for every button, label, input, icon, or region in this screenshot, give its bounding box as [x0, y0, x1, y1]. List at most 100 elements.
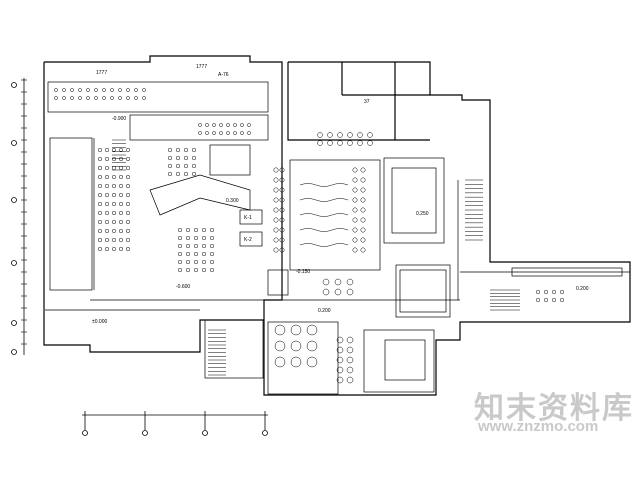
- chair: [118, 96, 122, 100]
- chair: [201, 227, 207, 233]
- chair: [279, 237, 285, 243]
- chair: [290, 324, 302, 336]
- chair: [118, 219, 124, 225]
- chair: [279, 207, 285, 213]
- chair: [126, 96, 130, 100]
- chair: [175, 163, 181, 169]
- chair: [134, 88, 138, 92]
- chair: [273, 197, 279, 203]
- chair: [209, 243, 215, 249]
- chair: [193, 267, 199, 273]
- chair: [551, 289, 557, 295]
- chair: [279, 247, 285, 253]
- chair: [226, 123, 230, 127]
- chair: [274, 324, 286, 336]
- chair: [209, 227, 215, 233]
- chair: [367, 140, 373, 146]
- chair: [70, 96, 74, 100]
- chair: [191, 171, 197, 177]
- chair: [104, 210, 110, 216]
- chair: [111, 174, 117, 180]
- chair: [219, 123, 223, 127]
- chair: [205, 123, 209, 127]
- chair: [306, 356, 318, 368]
- chair: [185, 259, 191, 265]
- chair: [183, 163, 189, 169]
- chair: [290, 356, 302, 368]
- chair: [97, 237, 103, 243]
- chair: [279, 197, 285, 203]
- chair: [233, 123, 237, 127]
- chair: [317, 140, 323, 146]
- chair: [551, 297, 557, 303]
- chair: [279, 167, 285, 173]
- drawing-labels: 1777 1777 A-76 -0.900 0.300 -0.150 -0.60…: [92, 64, 589, 325]
- chair: [306, 324, 318, 336]
- chair: [226, 131, 230, 135]
- chair: [336, 366, 344, 374]
- chair: [357, 140, 363, 146]
- chair: [247, 123, 251, 127]
- chair: [97, 192, 103, 198]
- chair: [240, 123, 244, 127]
- chair: [273, 187, 279, 193]
- chair: [97, 165, 103, 171]
- chair: [125, 192, 131, 198]
- level-label-6: 0.200: [318, 308, 331, 314]
- chair: [97, 246, 103, 252]
- chair: [126, 88, 130, 92]
- chair: [209, 251, 215, 257]
- chair: [177, 267, 183, 273]
- chair: [352, 207, 358, 213]
- chair: [198, 131, 202, 135]
- chair: [367, 132, 373, 138]
- chair: [111, 237, 117, 243]
- chair: [142, 96, 146, 100]
- chair: [201, 235, 207, 241]
- chair: [360, 207, 366, 213]
- chair: [273, 247, 279, 253]
- chair: [185, 235, 191, 241]
- chair: [125, 237, 131, 243]
- chair: [97, 183, 103, 189]
- chair: [104, 237, 110, 243]
- chair: [352, 227, 358, 233]
- chair: [111, 246, 117, 252]
- chair: [175, 155, 181, 161]
- chair: [102, 88, 106, 92]
- chair: [185, 243, 191, 249]
- level-label-2: 0.300: [226, 198, 239, 204]
- chair: [111, 165, 117, 171]
- chair: [346, 288, 354, 296]
- chair: [104, 192, 110, 198]
- chair: [125, 246, 131, 252]
- chair: [167, 155, 173, 161]
- chair: [201, 267, 207, 273]
- chair: [125, 165, 131, 171]
- top-note-2: 1777: [196, 64, 207, 70]
- chair: [273, 167, 279, 173]
- chair: [209, 259, 215, 265]
- chair: [118, 201, 124, 207]
- chair: [336, 356, 344, 364]
- room-code-3: K-2: [244, 237, 252, 243]
- chair: [185, 227, 191, 233]
- chair: [104, 228, 110, 234]
- chair: [212, 123, 216, 127]
- room-code-2: K-1: [244, 215, 252, 221]
- room-code-1: 37: [364, 99, 370, 105]
- chair: [104, 246, 110, 252]
- chair: [360, 167, 366, 173]
- chair: [118, 174, 124, 180]
- chair: [118, 228, 124, 234]
- chair: [346, 376, 354, 384]
- chair: [125, 174, 131, 180]
- chair: [167, 147, 173, 153]
- chair: [360, 197, 366, 203]
- chair: [352, 197, 358, 203]
- chair: [191, 147, 197, 153]
- chair: [273, 217, 279, 223]
- chair: [322, 278, 330, 286]
- chair: [111, 219, 117, 225]
